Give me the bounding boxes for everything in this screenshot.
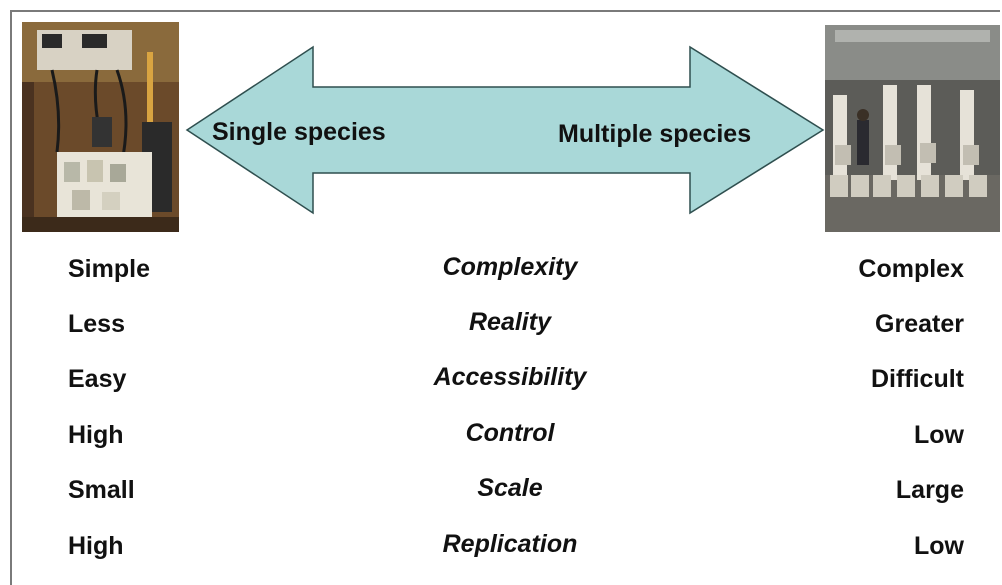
multiple-species-label: Multiple species [558, 120, 752, 148]
row-left-value: High [68, 421, 124, 449]
row-left-value: Small [68, 476, 135, 504]
row-right-value: Greater [875, 310, 964, 338]
row-right-value: Low [914, 532, 964, 560]
row-criterion: Control [465, 419, 555, 447]
row-right-value: Low [914, 421, 964, 449]
row-left-value: Less [68, 310, 125, 338]
row-criterion: Replication [442, 530, 578, 558]
single-species-lab-photo [22, 22, 179, 232]
multiple-species-mesocosm-photo [825, 25, 1000, 232]
row-left-value: Easy [68, 365, 127, 393]
arrow-shape [185, 45, 825, 215]
row-criterion: Accessibility [433, 363, 587, 391]
diagram-frame [10, 10, 1000, 585]
row-criterion: Complexity [442, 253, 578, 281]
row-left-value: High [68, 532, 124, 560]
row-criterion: Scale [477, 474, 543, 502]
row-right-value: Difficult [870, 365, 964, 393]
row-right-value: Complex [858, 255, 964, 283]
row-left-value: Simple [68, 255, 150, 283]
double-headed-arrow [185, 45, 825, 215]
single-species-label: Single species [212, 118, 386, 146]
row-right-value: Large [895, 476, 964, 504]
row-criterion: Reality [469, 308, 551, 336]
